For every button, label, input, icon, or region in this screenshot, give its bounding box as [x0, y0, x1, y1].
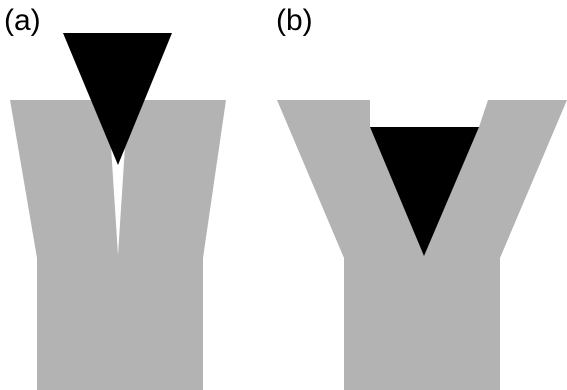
panel-b — [277, 100, 567, 390]
panel-a — [10, 33, 226, 390]
panel-a-body — [10, 100, 226, 390]
panel-a-wedge — [63, 33, 172, 165]
panel-b-wedge — [370, 127, 479, 256]
panel-label-b: (b) — [276, 4, 313, 37]
panel-label-a: (a) — [4, 4, 41, 37]
